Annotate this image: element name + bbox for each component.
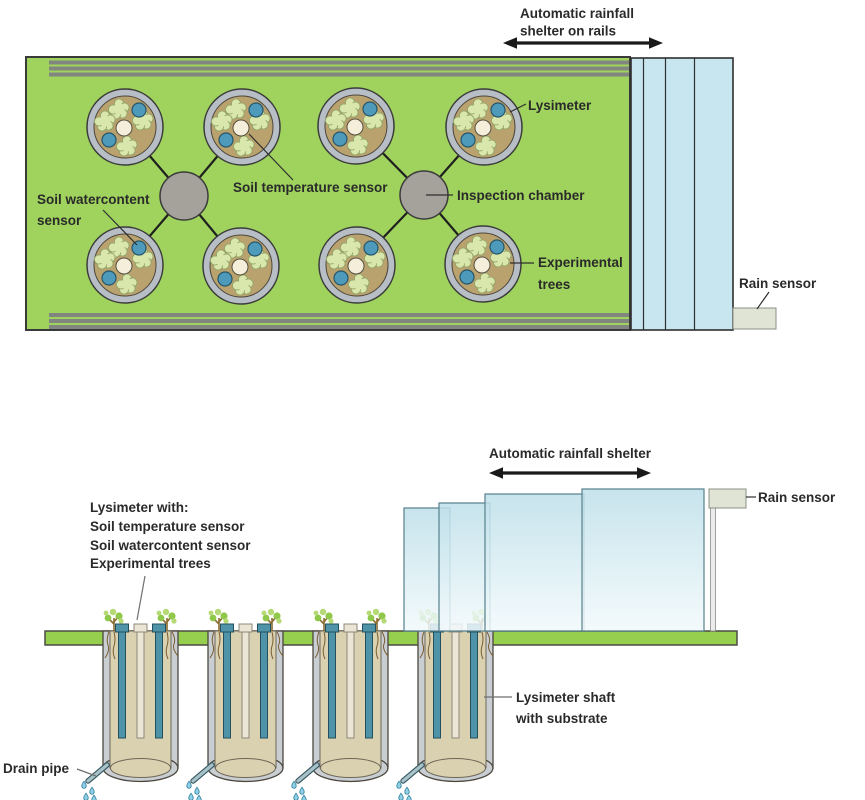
shelter-rails — [49, 60, 629, 329]
lysimeter — [445, 226, 521, 302]
label-lysimeter-with-line2: Soil temperature sensor — [90, 519, 245, 534]
inspection-chamber — [159, 171, 209, 221]
top-view: Automatic rainfall shelter on rails Lysi… — [25, 6, 817, 331]
label-inspection-chamber: Inspection chamber — [457, 188, 585, 203]
lysimeter — [204, 89, 280, 165]
shelter-panel — [581, 488, 705, 632]
rain-sensor-box-side — [708, 488, 747, 509]
lysimeter — [87, 227, 163, 303]
label-lysimeter-shaft-line2: with substrate — [515, 711, 608, 726]
label-experimental-trees-line1: Experimental — [538, 255, 623, 270]
lysimeter — [319, 227, 395, 303]
shelter-panel — [438, 502, 491, 632]
label-shelter-on-rails-line1: Automatic rainfall — [520, 6, 634, 21]
label-soil-temperature-sensor: Soil temperature sensor — [233, 180, 388, 195]
label-lysimeter: Lysimeter — [528, 98, 592, 113]
rain-sensor-pole — [710, 507, 716, 632]
label-lysimeter-shaft-line1: Lysimeter shaft — [516, 690, 616, 705]
label-rain-sensor-side: Rain sensor — [758, 490, 836, 505]
lysimeter — [87, 89, 163, 165]
side-view: Rain sensor Automatic rainfall shelter L… — [3, 446, 836, 800]
label-soil-watercontent-line1: Soil watercontent — [37, 192, 150, 207]
rainfall-shelter-side — [403, 488, 705, 632]
rainfall-shelter-top — [630, 57, 734, 331]
label-drain-pipe: Drain pipe — [3, 761, 70, 776]
label-lysimeter-with-line4: Experimental trees — [90, 556, 211, 571]
shelter-panel — [484, 493, 585, 632]
label-rain-sensor-top: Rain sensor — [739, 276, 817, 291]
label-experimental-trees-line2: trees — [538, 277, 570, 292]
rain-sensor-box — [732, 307, 777, 330]
shelter-travel-arrow-side — [489, 467, 651, 479]
label-lysimeter-with-line1: Lysimeter with: — [90, 500, 189, 515]
label-lysimeter-with-line3: Soil watercontent sensor — [90, 538, 251, 553]
lysimeter — [318, 88, 394, 164]
label-automatic-rainfall-shelter: Automatic rainfall shelter — [489, 446, 652, 461]
label-soil-watercontent-line2: sensor — [37, 213, 82, 228]
shelter-travel-arrow — [503, 37, 663, 49]
lysimeter — [446, 89, 522, 165]
shelter-body — [630, 57, 734, 331]
lysimeter — [203, 228, 279, 304]
label-shelter-on-rails-line2: shelter on rails — [520, 24, 616, 39]
